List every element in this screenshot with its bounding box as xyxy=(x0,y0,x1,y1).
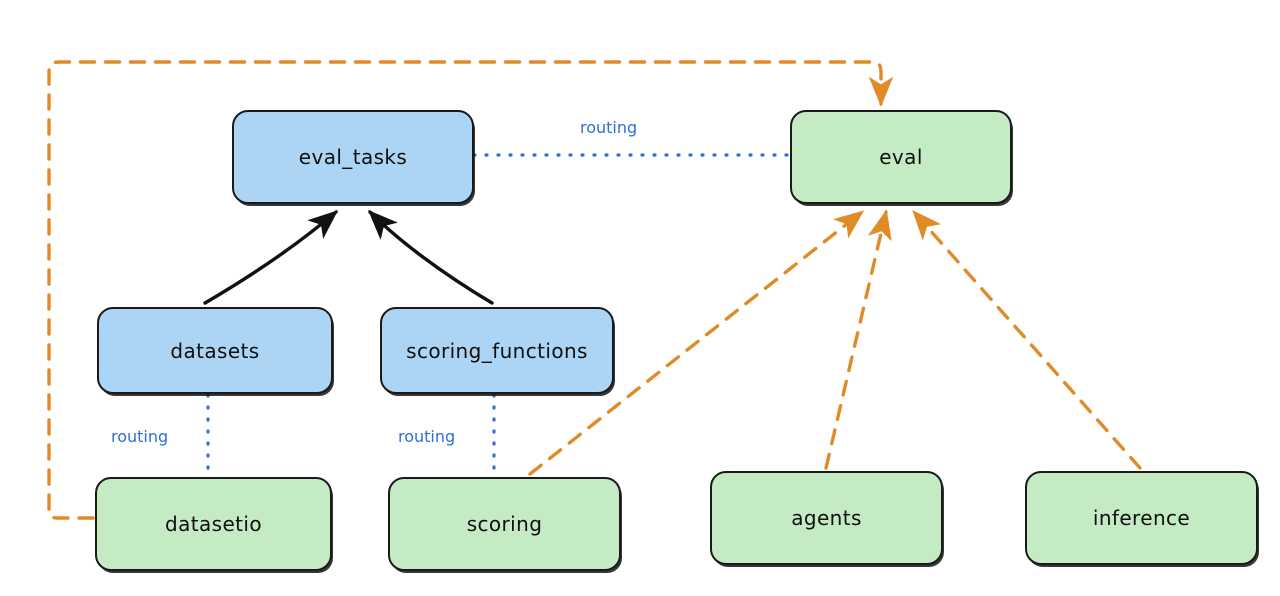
node-datasetio[interactable]: datasetio xyxy=(95,477,332,571)
node-scoring-functions[interactable]: scoring_functions xyxy=(380,307,614,394)
node-label: inference xyxy=(1092,506,1191,530)
node-scoring[interactable]: scoring xyxy=(388,477,621,571)
edge-datasets-to-eval-tasks xyxy=(203,210,339,305)
node-label: datasetio xyxy=(164,512,262,536)
node-eval-tasks[interactable]: eval_tasks xyxy=(232,110,474,204)
node-eval[interactable]: eval xyxy=(790,110,1012,204)
edge-scoring-functions-to-eval-tasks xyxy=(368,210,494,305)
node-datasets[interactable]: datasets xyxy=(97,307,333,394)
edge-agents-to-eval xyxy=(824,209,892,470)
edge-label-routing-datasets-datasetio: routing xyxy=(111,427,169,446)
node-label: datasets xyxy=(170,338,260,363)
edge-label-routing-scoring-functions-scoring: routing xyxy=(398,427,456,446)
node-label: eval_tasks xyxy=(298,145,408,169)
node-label: scoring xyxy=(466,512,543,536)
edge-label-routing-eval-tasks-eval: routing xyxy=(580,118,638,137)
edge-inference-to-eval xyxy=(912,209,1142,470)
node-inference[interactable]: inference xyxy=(1025,471,1258,565)
node-label: agents xyxy=(791,506,862,530)
node-agents[interactable]: agents xyxy=(710,471,943,565)
node-label: scoring_functions xyxy=(406,338,588,363)
node-label: eval xyxy=(879,145,923,169)
